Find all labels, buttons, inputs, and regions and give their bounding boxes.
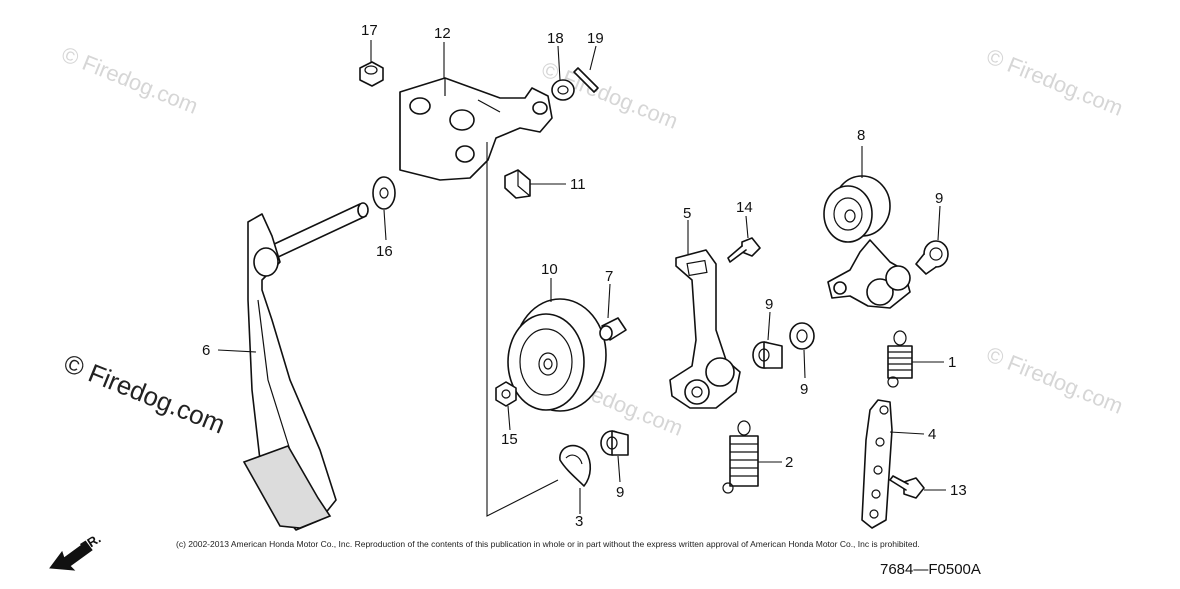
part-4-plate <box>861 399 893 529</box>
callout-18: 18 <box>547 30 564 47</box>
part-9-bushing-lower <box>600 430 629 456</box>
assembly-reference-line <box>486 142 559 517</box>
callout-13: 13 <box>950 482 967 499</box>
callout-10: 10 <box>541 261 558 278</box>
part-19-cotter-pin <box>573 67 599 93</box>
watermark-top-right: © Firedog.com <box>983 43 1126 120</box>
callout-3: 3 <box>575 513 583 530</box>
callout-16: 16 <box>376 243 393 260</box>
callout-11: 11 <box>570 176 586 193</box>
part-9-bushing-upper <box>915 240 949 275</box>
callout-19: 19 <box>587 30 604 47</box>
part-5-arm <box>669 249 741 409</box>
callout-labels: 17 12 18 19 11 16 8 9 5 14 10 7 9 9 6 1 … <box>202 22 967 530</box>
diagram-code: 7684—F0500A <box>880 561 981 578</box>
part-13-bolt <box>889 475 925 499</box>
callout-1: 1 <box>948 354 956 371</box>
part-3-clip <box>559 444 592 487</box>
watermark-left-dark: © Firedog.com <box>60 348 230 440</box>
part-11-block <box>504 169 531 199</box>
part-18-washer <box>551 79 575 101</box>
part-8-tensioner-pulley <box>823 175 911 309</box>
callout-9-middle-b: 9 <box>800 381 808 398</box>
callout-9-upper: 9 <box>935 190 943 207</box>
part-10-pulley <box>507 298 607 412</box>
callout-9-lower: 9 <box>616 484 624 501</box>
callout-8: 8 <box>857 127 865 144</box>
part-12-bracket <box>399 77 553 181</box>
part-14-bolt <box>727 237 761 263</box>
part-15-nut <box>495 381 517 407</box>
watermark-right: © Firedog.com <box>983 341 1126 418</box>
front-direction-indicator: FR. <box>49 531 103 571</box>
part-16-washer <box>372 176 396 210</box>
part-1-spring <box>887 330 913 388</box>
callout-14: 14 <box>736 199 753 216</box>
part-7-collar <box>599 317 627 341</box>
callout-7: 7 <box>605 268 613 285</box>
leader-lines <box>217 40 946 514</box>
part-9-bushing-middle-b <box>789 322 815 350</box>
callout-6: 6 <box>202 342 210 359</box>
callout-15: 15 <box>501 431 518 448</box>
part-9-bushing-middle-a <box>752 341 783 369</box>
callout-2: 2 <box>785 454 793 471</box>
callout-12: 12 <box>434 25 451 42</box>
callout-5: 5 <box>683 205 691 222</box>
part-17-nut <box>359 61 384 87</box>
pedal-shaft <box>269 202 369 259</box>
watermark-top-left: © Firedog.com <box>58 41 201 118</box>
front-arrow-icon <box>49 541 93 571</box>
copyright-notice: (c) 2002-2013 American Honda Motor Co., … <box>176 539 920 549</box>
callout-4: 4 <box>928 426 936 443</box>
callout-17: 17 <box>361 22 378 39</box>
callout-9-middle-a: 9 <box>765 296 773 313</box>
part-2-spring <box>722 420 759 494</box>
part-6-pedal <box>242 213 337 531</box>
